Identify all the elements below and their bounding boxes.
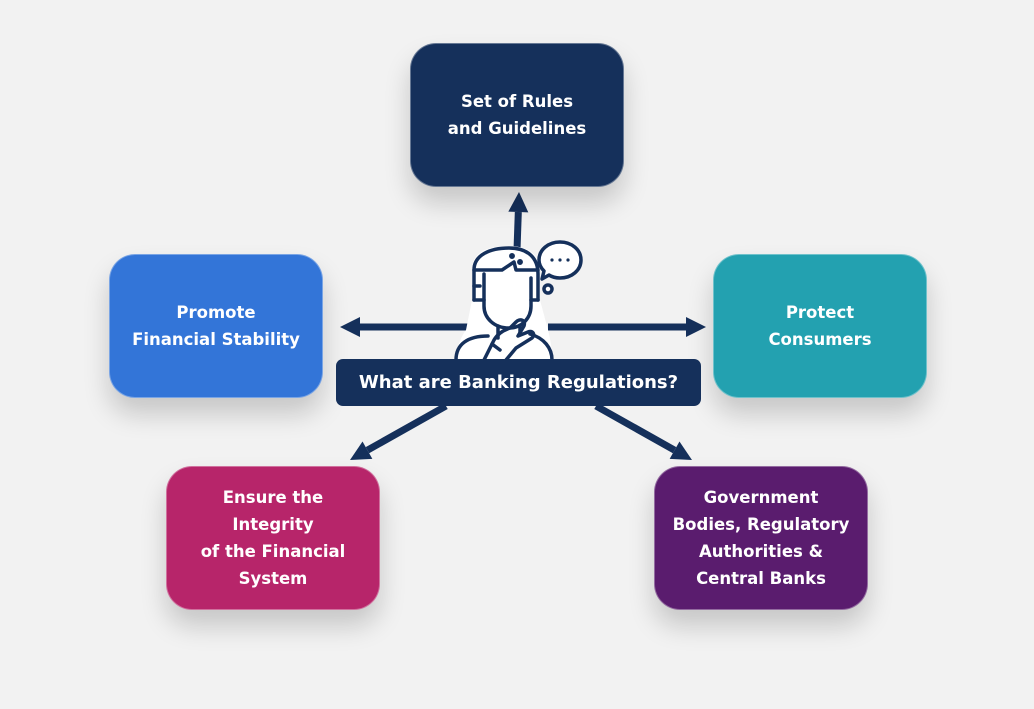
node-protect-consumers-label: Protect Consumers bbox=[768, 303, 872, 349]
arrow-to-government-bodies-line bbox=[594, 402, 677, 454]
arrow-to-set-of-rules-head bbox=[508, 192, 529, 213]
arrow-to-protect-consumers-head bbox=[686, 317, 706, 337]
center-title-text: What are Banking Regulations? bbox=[358, 372, 679, 393]
node-ensure-integrity: Ensure the Integrity of the Financial Sy… bbox=[166, 466, 380, 610]
center-title: What are Banking Regulations? bbox=[336, 359, 701, 406]
node-protect-consumers: Protect Consumers bbox=[713, 254, 927, 398]
thinking-person-icon bbox=[454, 240, 583, 362]
connector-arrows bbox=[340, 192, 706, 460]
node-promote-financial-stability-label: Promote Financial Stability bbox=[132, 303, 300, 349]
arrow-to-ensure-integrity-line bbox=[365, 402, 448, 454]
arrow-to-promote-stability-head bbox=[340, 317, 360, 337]
node-ensure-integrity-label: Ensure the Integrity of the Financial Sy… bbox=[200, 488, 346, 588]
arrow-to-ensure-integrity-head bbox=[350, 441, 373, 460]
node-set-of-rules: Set of Rules and Guidelines bbox=[410, 43, 624, 187]
node-government-bodies: Government Bodies, Regulatory Authoritie… bbox=[654, 466, 868, 610]
node-set-of-rules-label: Set of Rules and Guidelines bbox=[447, 92, 587, 138]
node-government-bodies-label: Government Bodies, Regulatory Authoritie… bbox=[672, 488, 850, 588]
node-promote-financial-stability: Promote Financial Stability bbox=[109, 254, 323, 398]
arrow-to-government-bodies-head bbox=[669, 441, 692, 460]
arrow-to-set-of-rules-line bbox=[513, 211, 522, 251]
